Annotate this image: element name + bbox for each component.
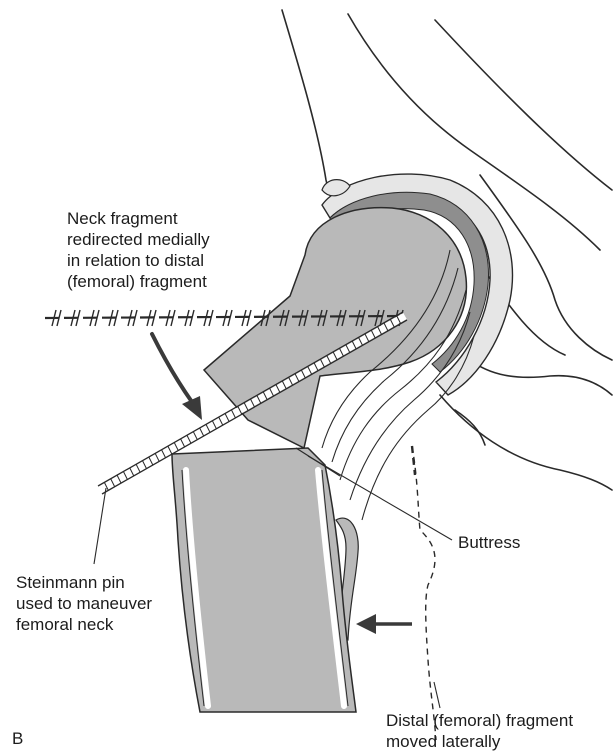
neck-fragment-label-line-4: (femoral) fragment bbox=[67, 271, 210, 292]
hatch-mark bbox=[247, 310, 251, 326]
steinmann-pin-label: Steinmann pin used to maneuver femoral n… bbox=[16, 572, 152, 635]
distal-fragment-label: Distal (femoral) fragment moved laterall… bbox=[386, 710, 573, 752]
previous-position-dashed bbox=[412, 446, 436, 740]
steinmann-pin-label-line-1: Steinmann pin bbox=[16, 572, 152, 593]
neck-fragment-label-line-3: in relation to distal bbox=[67, 250, 210, 271]
distal-fragment-label-line-2: moved laterally bbox=[386, 731, 573, 752]
neck-redirection-arrow bbox=[152, 334, 202, 420]
steinmann-pin-label-line-2: used to maneuver bbox=[16, 593, 152, 614]
neck-fragment-label-line-1: Neck fragment bbox=[67, 208, 210, 229]
neck-fragment-label-line-2: redirected medially bbox=[67, 229, 210, 250]
neck-fragment-label: Neck fragment redirected medially in rel… bbox=[67, 208, 210, 292]
buttress-label: Buttress bbox=[458, 532, 520, 553]
panel-letter: B bbox=[12, 728, 23, 749]
distal-fragment-label-line-1: Distal (femoral) fragment bbox=[386, 710, 573, 731]
lateral-movement-arrow bbox=[356, 614, 412, 634]
steinmann-pin-label-line-3: femoral neck bbox=[16, 614, 152, 635]
